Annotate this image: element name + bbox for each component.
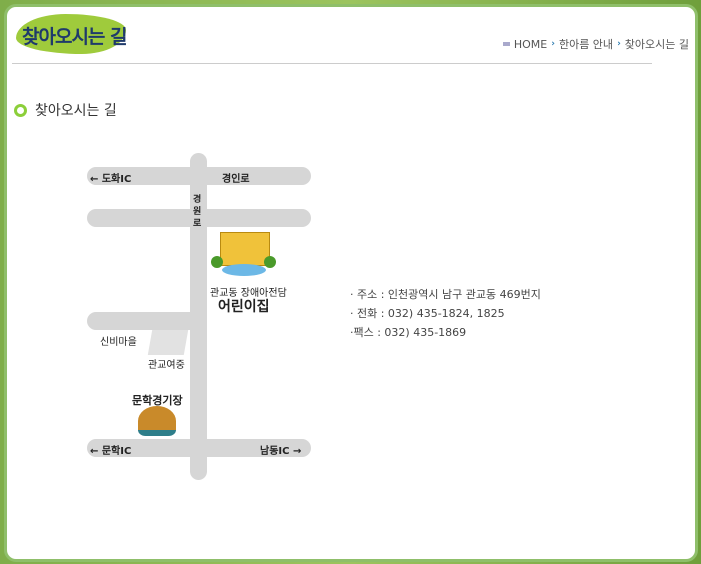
phone: · 전화 : 032) 435-1824, 1825 (350, 307, 505, 320)
divider (12, 63, 652, 64)
label-facility-sub: 관교동 장애아전담 (210, 288, 287, 299)
breadcrumb: HOME › 한아름 안내 › 찾아오시는 길 (502, 36, 689, 52)
address: · 주소 : 인천광역시 남구 관교동 469번지 (350, 288, 541, 301)
label-munhak-ic: ← 문학IC (90, 446, 132, 457)
road-3 (87, 312, 202, 330)
label-sinbi-village: 신비마을 (100, 337, 137, 348)
school-building-icon (147, 330, 189, 355)
page-logo: 찾아오시는 길 (14, 10, 146, 56)
breadcrumb-current: 찾아오시는 길 (624, 38, 689, 51)
breadcrumb-about[interactable]: 한아름 안내 (558, 38, 614, 51)
section-heading: 찾아오시는 길 (14, 100, 117, 120)
road-gyeongwon (190, 153, 207, 480)
chevron-right-icon: › (551, 39, 555, 49)
pond-icon (222, 264, 266, 276)
fax: ·팩스 : 032) 435-1869 (350, 326, 467, 339)
circle-bullet-icon (14, 103, 27, 117)
bullet-icon (502, 42, 510, 46)
content-panel (4, 4, 698, 562)
label-gyeongin-ro: 경인로 (222, 174, 250, 185)
building-icon (220, 232, 270, 266)
label-facility-main: 어린이집 (218, 299, 270, 315)
logo-title: 찾아오시는 길 (22, 26, 127, 48)
label-gyeongwon-ro: 경 원 로 (193, 195, 202, 229)
tree-icon (211, 256, 223, 268)
label-namdong-ic: 남동IC → (260, 446, 302, 457)
label-stadium: 문학경기장 (132, 394, 183, 407)
section-title: 찾아오시는 길 (35, 103, 117, 119)
label-gwangyo-school: 관교여중 (148, 360, 185, 371)
stadium-icon (138, 406, 176, 436)
logo-splash (16, 14, 126, 54)
contact-info: · 주소 : 인천광역시 남구 관교동 469번지 · 전화 : 032) 43… (350, 285, 541, 342)
chevron-right-icon: › (617, 39, 621, 49)
breadcrumb-home[interactable]: HOME (513, 37, 548, 51)
label-dohwa-ic: ← 도화IC (90, 174, 132, 185)
tree-icon (264, 256, 276, 268)
